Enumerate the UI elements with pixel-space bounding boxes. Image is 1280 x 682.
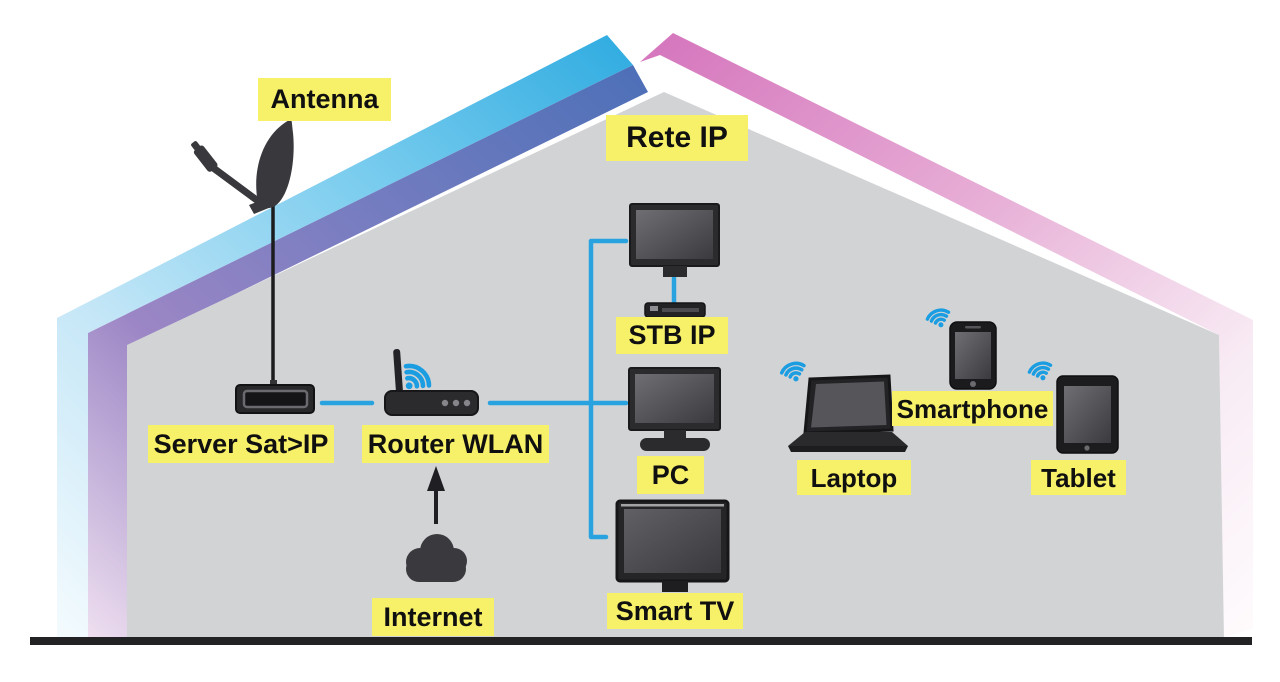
house-interior <box>127 92 1224 640</box>
antenna-label: Antenna <box>258 78 391 121</box>
smartphone-icon <box>924 305 997 390</box>
tablet-icon <box>1026 358 1119 454</box>
cable-trunk <box>588 238 629 540</box>
satellite-dish-icon <box>191 119 294 214</box>
internet-cloud-icon <box>406 534 467 582</box>
smartphone-label: Smartphone <box>892 391 1053 426</box>
stb-box-icon <box>644 302 706 318</box>
server-satip-label: Server Sat>IP <box>148 425 334 463</box>
tablet-label: Tablet <box>1031 460 1126 495</box>
network-label: Rete IP <box>606 115 748 161</box>
ground-line <box>30 637 1252 645</box>
pc-label: PC <box>637 456 704 494</box>
pc-monitor-icon <box>628 367 721 451</box>
router-device <box>384 349 479 416</box>
smart-tv-label: Smart TV <box>607 593 743 629</box>
stb-ip-label: STB IP <box>616 317 728 354</box>
house-outline <box>30 33 1253 645</box>
stb-monitor-icon <box>629 203 720 277</box>
network-cables <box>319 238 677 540</box>
router-wlan-label: Router WLAN <box>362 425 549 463</box>
satip-server-device <box>235 380 315 414</box>
internet-label: Internet <box>372 598 494 636</box>
laptop-icon <box>778 358 908 452</box>
laptop-label: Laptop <box>797 460 911 495</box>
smart-tv-icon <box>615 499 730 592</box>
internet-arrow <box>427 466 445 524</box>
